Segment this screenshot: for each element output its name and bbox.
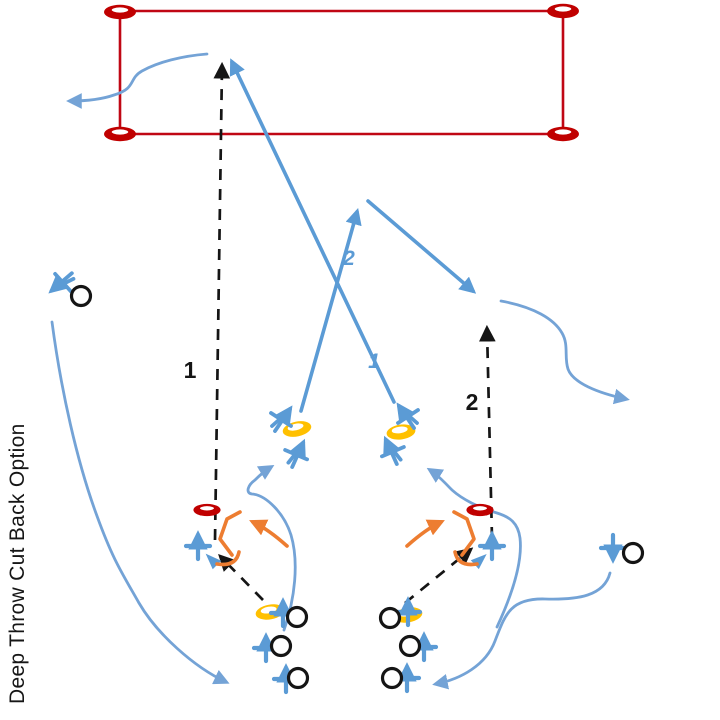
right-feed-run-arrowhead [470,553,487,570]
deep-throw-1-arrow [213,61,231,541]
recycle-far-right-arrow [432,571,612,690]
clear-right-after-catch-arrow [499,299,630,405]
right-line-disc-1-icon [378,606,402,630]
left-feed-run-arrowhead [205,553,222,570]
left-handler-to-cone-arrow [246,464,297,632]
left-swing-arrow [249,519,289,548]
throw-1-label: 1 [184,357,197,383]
deep-cut-1-line [229,58,396,404]
right-line-disc-3-icon [380,666,404,690]
cut-2-label: 2 [342,247,355,270]
endzone-disc-bottom-right-icon [545,125,581,143]
left-line-disc-2-icon [269,634,293,658]
endzone-disc-bottom-left-icon [102,125,138,143]
left-handler-disc-icon [192,502,222,518]
recycle-far-left-arrow [50,320,230,685]
right-feed-pass-arrow [404,547,474,605]
left-handler-player-icon [186,535,210,559]
left-line-disc-1-icon [285,605,309,629]
far-left-disc-icon [69,284,93,308]
endzone-boundary [118,9,565,136]
right-pivot-arc [453,550,479,567]
right-handler-to-cone-arrow [426,467,522,629]
right-force-mark [452,510,476,557]
drill-title: Deep Throw Cut Back Option [6,423,29,704]
right-cone-cutter-2-icon [381,440,405,465]
right-handler-disc-icon [465,502,495,518]
throw-2-label: 2 [466,389,479,415]
far-right-disc-icon [621,541,645,565]
cut-back-2-line [366,199,477,294]
cut-1-label: 1 [368,350,380,373]
clear-left-after-catch-arrow [66,52,209,109]
left-pivot-arc [215,550,241,567]
right-swing-arrow [405,519,445,548]
endzone-disc-top-left-icon [102,3,138,21]
endzone-disc-top-right-icon [545,2,581,20]
left-line-disc-3-icon [286,666,310,690]
cut-back-throw-2-arrow [478,324,496,539]
left-cone-cutter-2-icon [284,443,308,468]
deep-fake-cut-2-line [299,208,362,413]
far-right-player-icon [601,535,625,559]
left-force-mark [218,510,242,557]
right-line-disc-2-icon [398,634,422,658]
